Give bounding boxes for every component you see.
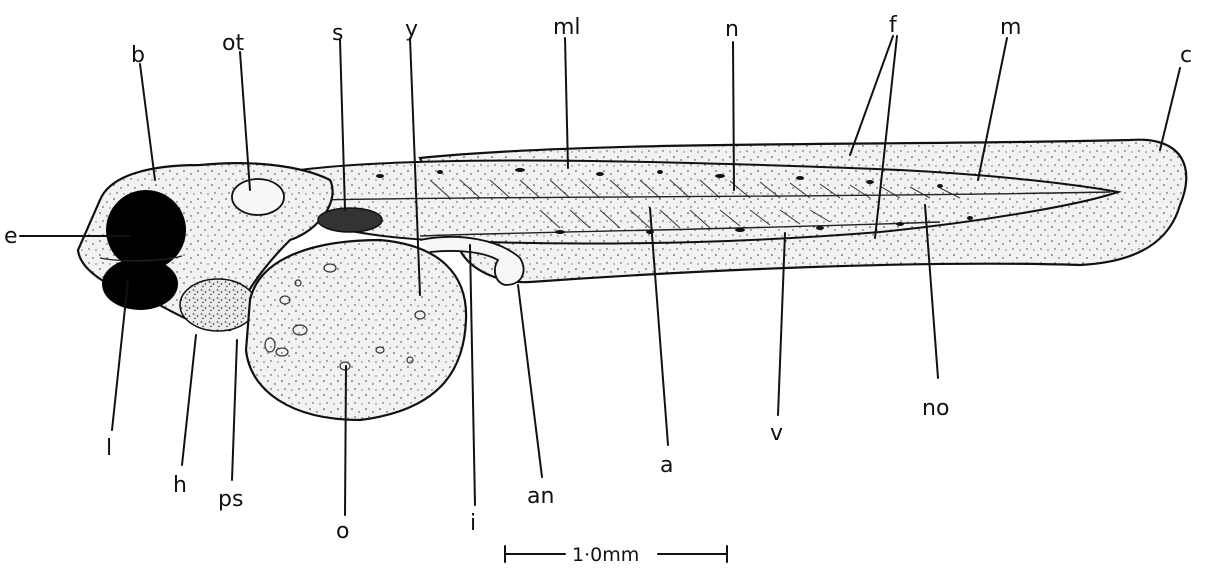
label-b: b [131,43,145,68]
label-o: o [336,519,349,544]
label-s: s [332,21,343,46]
label-an: an [527,484,554,509]
label-m: m [1000,15,1021,40]
pectoral-region [180,279,256,331]
swim-bladder [318,208,382,232]
label-ot: ot [222,31,244,56]
label-ps: ps [218,487,243,512]
otic-vesicle [232,179,284,215]
label-no: no [922,396,949,421]
label-n: n [725,17,739,42]
label-i: i [470,511,476,536]
label-y: y [405,17,418,42]
label-v: v [770,421,783,446]
yolk-sac [246,240,466,420]
label-l: l [106,436,112,461]
label-e: e [4,224,18,249]
label-h: h [173,473,187,498]
lens-region [102,258,178,310]
scale-bar: 1·0mm [505,544,727,566]
scale-bar-label: 1·0mm [572,544,639,566]
label-c: c [1180,43,1192,68]
label-a: a [660,453,673,478]
label-ml: ml [553,15,581,40]
label-f: f [889,13,898,38]
